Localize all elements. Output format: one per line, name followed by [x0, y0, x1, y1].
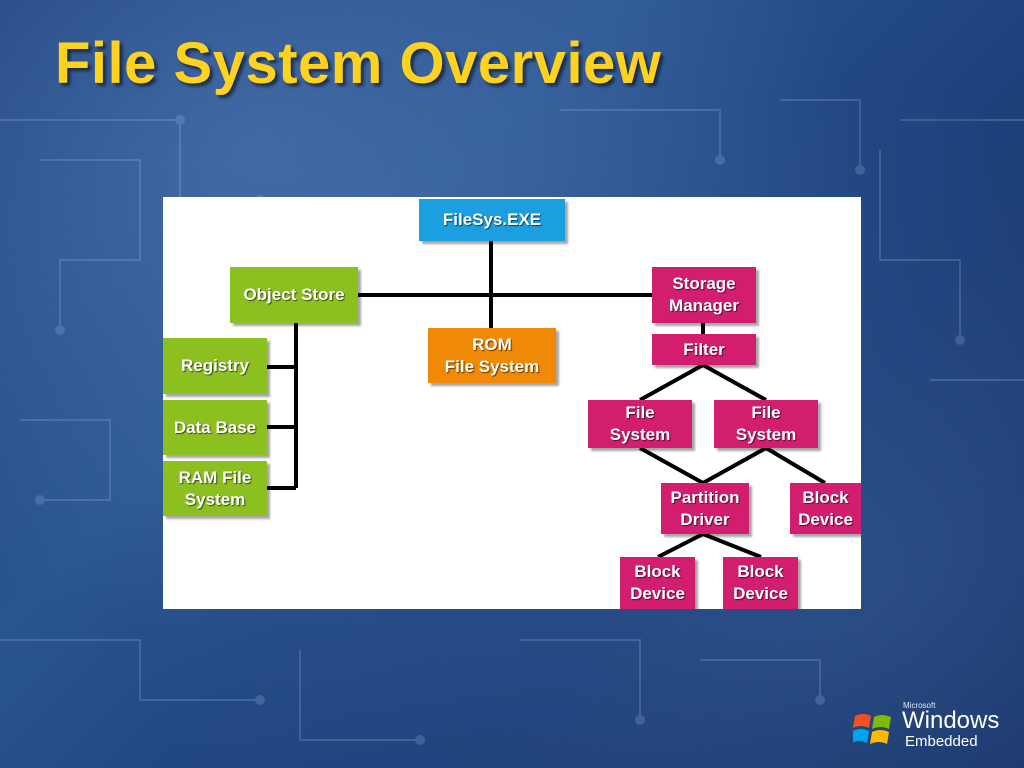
- slide-title: File System Overview: [55, 31, 662, 96]
- logo-product-text: Windows: [902, 707, 1000, 734]
- filesys-exe-node: FileSys.EXE: [419, 199, 565, 241]
- logo-company-text: Microsoft: [903, 701, 936, 710]
- block-device-node-2: Block Device: [620, 557, 695, 609]
- object-store-node: Object Store: [230, 267, 358, 323]
- windows-flag-icon: [853, 714, 891, 744]
- block-device-node-1: Block Device: [790, 483, 861, 534]
- database-node: Data Base: [163, 400, 267, 455]
- partition-driver-node: Partition Driver: [661, 483, 749, 534]
- storage-manager-node: Storage Manager: [652, 267, 756, 323]
- rom-file-system-node: ROM File System: [428, 328, 556, 383]
- connector-lines: [267, 241, 827, 559]
- windows-embedded-logo: Microsoft Windows Embedded: [853, 700, 1013, 756]
- file-system-node-2: File System: [714, 400, 818, 448]
- registry-node: Registry: [163, 338, 267, 394]
- logo-edition-text: Embedded: [905, 733, 978, 750]
- ram-file-system-node: RAM File System: [163, 461, 267, 516]
- filter-node: Filter: [652, 334, 756, 365]
- file-system-diagram: FileSys.EXE Object Store Registry Data B…: [163, 197, 861, 609]
- block-device-node-3: Block Device: [723, 557, 798, 609]
- file-system-node-1: File System: [588, 400, 692, 448]
